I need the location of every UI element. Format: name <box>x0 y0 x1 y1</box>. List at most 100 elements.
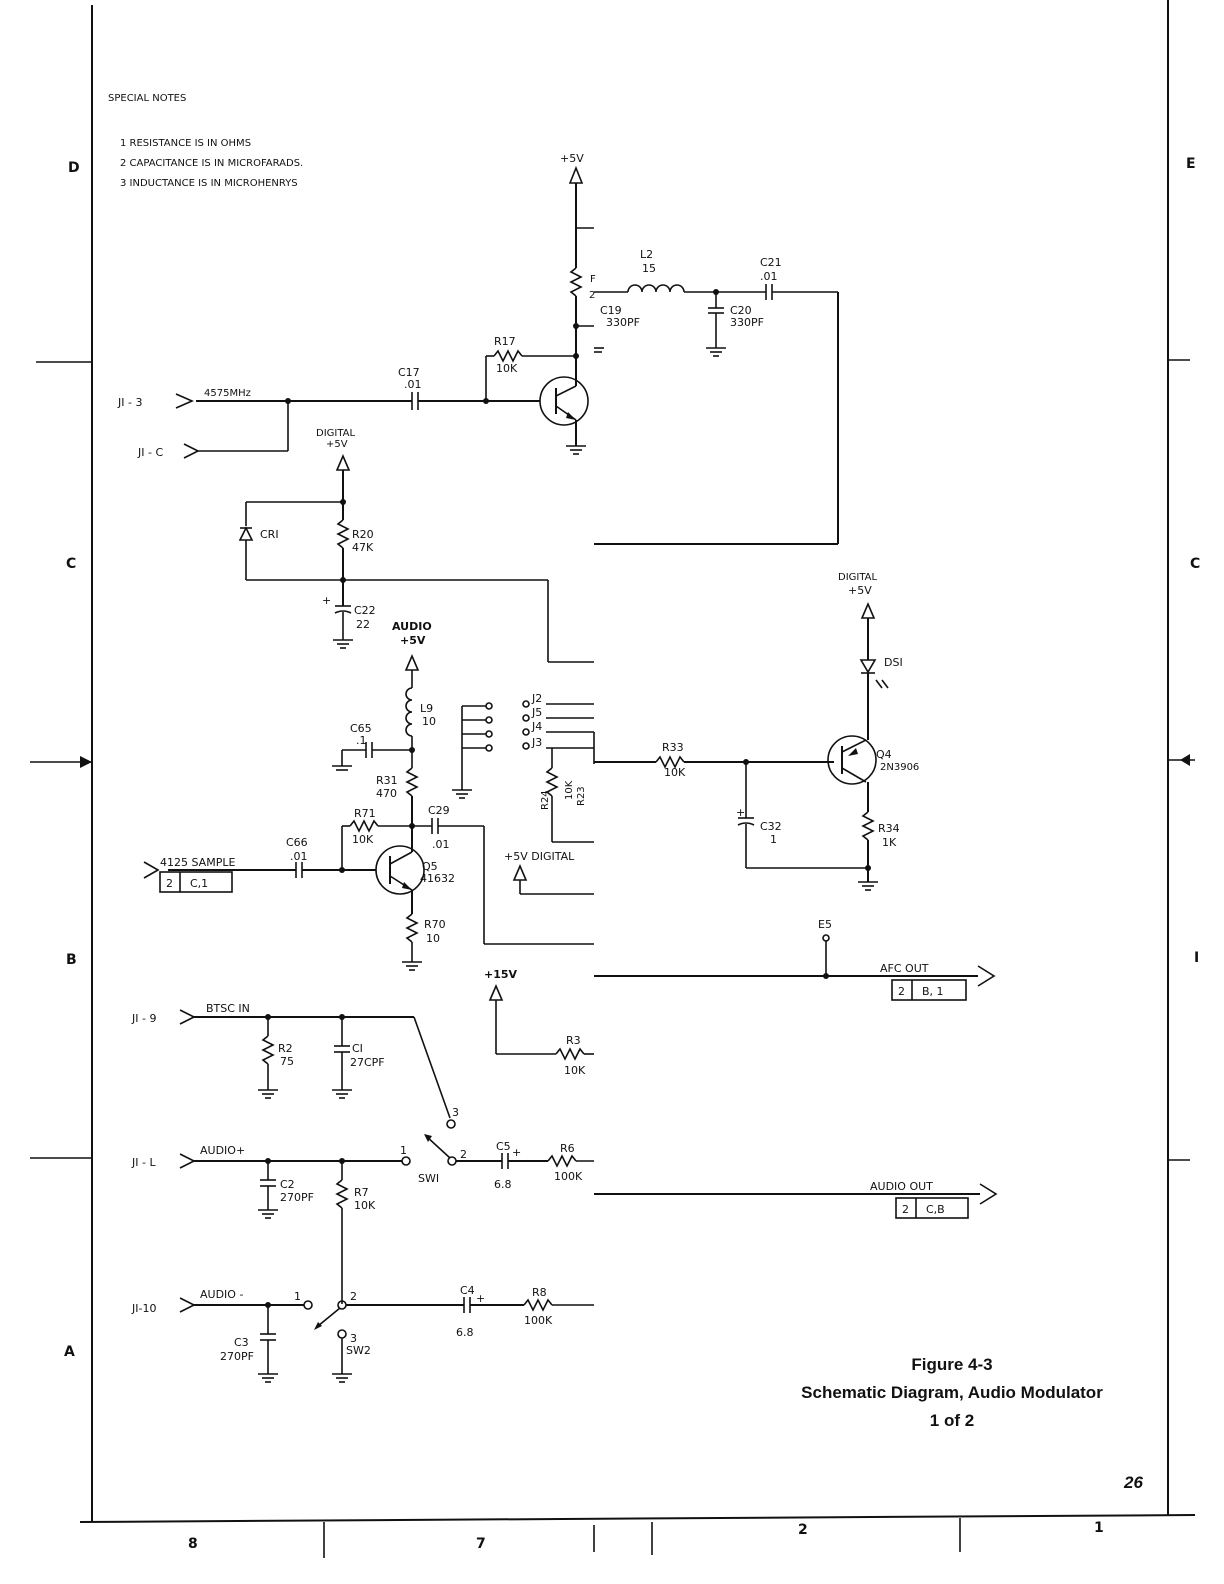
ds1-label: DSI <box>884 656 903 669</box>
connector-arrow-icon <box>179 1153 196 1169</box>
zone-c-right: C <box>1190 556 1200 572</box>
resistor-icon <box>493 349 523 363</box>
rail-digital2-plus5v: +5V <box>848 584 872 597</box>
sw2-pin3: 3 <box>350 1332 357 1345</box>
page-number: 26 <box>1123 1473 1143 1492</box>
caption-title: Schematic Diagram, Audio Modulator <box>801 1383 1103 1402</box>
inductor-l2-icon <box>627 284 685 293</box>
connector-arrow-icon <box>183 443 200 459</box>
note-1: 1 RESISTANCE IS IN OHMS <box>120 138 251 149</box>
c29-label: C29 <box>428 804 450 817</box>
connector-arrow-icon <box>143 861 160 879</box>
notes-title: SPECIAL NOTES <box>108 93 186 104</box>
audio-out-section: AUDIO OUT 2 C,B <box>594 1180 998 1219</box>
audio-minus-section: JI-10 AUDIO - C3 270PF 1 2 3 SW2 + C4 6.… <box>131 1284 594 1383</box>
transistor-icon <box>375 845 425 895</box>
resistor-icon <box>555 1047 585 1061</box>
afc-ref-sheet: 2 <box>898 985 905 998</box>
led-icon <box>859 659 877 674</box>
output-arrow-icon <box>977 965 996 987</box>
r20-label: R20 <box>352 528 374 541</box>
column-8: 8 <box>188 1536 198 1552</box>
rail-plus5v-label: +5V <box>326 439 348 450</box>
resistor-icon <box>261 1035 275 1065</box>
r34-label: R34 <box>878 822 900 835</box>
signal-audio-out: AUDIO OUT <box>870 1180 933 1193</box>
plus-sign: + <box>322 594 331 607</box>
r24-value: 10K <box>564 780 575 800</box>
r34-value: 1K <box>882 836 897 849</box>
resistor-icon <box>405 913 419 943</box>
signal-4125-sample: 4125 SAMPLE <box>160 856 235 869</box>
transistor-icon <box>539 376 589 426</box>
plus-sign: + <box>512 1146 521 1159</box>
rail-plus15v: +15V <box>484 968 518 981</box>
c32-value: 1 <box>770 833 777 846</box>
l9-label: L9 <box>420 702 433 715</box>
jumper-pin-icon <box>485 730 493 738</box>
sheet-frame <box>30 0 1196 1558</box>
zone-b-left: B <box>66 952 77 968</box>
connector-arrow-icon <box>179 1297 196 1313</box>
sw1-pin2: 2 <box>460 1148 467 1161</box>
switch-lever-icon <box>424 1134 432 1142</box>
r3-label: R3 <box>566 1034 581 1047</box>
q5-label: Q5 <box>422 860 438 873</box>
r8-label: R8 <box>532 1286 547 1299</box>
c2-value: 270PF <box>280 1191 314 1204</box>
btsc-input-section: JI - 9 BTSC IN R2 75 CI 27CPF 3 <box>131 1002 459 1129</box>
jumper-pin-icon <box>522 742 530 750</box>
r-top-pin: 2 <box>589 290 595 301</box>
r31-value: 470 <box>376 787 397 800</box>
plus-sign: + <box>476 1292 485 1305</box>
r2-label: R2 <box>278 1042 293 1055</box>
connector-j1-9: JI - 9 <box>131 1012 156 1025</box>
r70-label: R70 <box>424 918 446 931</box>
signal-4575mhz: 4575MHz <box>204 388 251 399</box>
connector-j1-l: JI - L <box>131 1156 156 1169</box>
sample-ref-sheet: 2 <box>166 877 173 890</box>
c2-label: C2 <box>280 1178 295 1191</box>
inductor-l9-icon <box>405 687 413 737</box>
connector-arrow-icon <box>179 1009 196 1025</box>
l9-value: 10 <box>422 715 436 728</box>
column-7: 7 <box>476 1536 486 1552</box>
r33-value: 10K <box>664 766 686 779</box>
r-top-label: F <box>590 274 596 285</box>
c22-label: C22 <box>354 604 376 617</box>
afc-out-section: E5 AFC OUT 2 B, 1 <box>594 918 996 1001</box>
jumper-pin-icon <box>485 744 493 752</box>
q4-value: 2N3906 <box>880 762 919 773</box>
light-rays-icon <box>875 679 889 689</box>
resistor-icon <box>569 267 583 297</box>
r23-label: R23 <box>576 786 587 806</box>
c4-label: C4 <box>460 1284 475 1297</box>
arrow-up-icon <box>488 983 504 1001</box>
digital-supply-section: DIGITAL +5V CRI R20 47K + C22 22 <box>238 428 594 663</box>
plus-sign: + <box>736 806 745 819</box>
audio-ref-zone: C,B <box>926 1203 945 1216</box>
sw2-pin1: 1 <box>294 1290 301 1303</box>
resistor-icon <box>335 1179 349 1209</box>
c29-value: .01 <box>432 838 450 851</box>
zone-c-left: C <box>66 556 76 572</box>
sw1-label: SWI <box>418 1172 439 1185</box>
r20-value: 47K <box>352 541 374 554</box>
c1-label: CI <box>352 1042 363 1055</box>
output-arrow-icon <box>979 1183 998 1205</box>
c4-value: 6.8 <box>456 1326 474 1339</box>
r71-value: 10K <box>352 833 374 846</box>
c66-value: .01 <box>290 850 308 863</box>
sample-amplifier-section: AUDIO +5V L9 10 C65 .1 R31 470 R71 10K <box>143 620 594 971</box>
audio-plus-section: JI - L AUDIO+ C2 270PF R7 10K 1 2 SWI + … <box>131 1134 594 1304</box>
diode-icon <box>238 526 254 541</box>
c3-label: C3 <box>234 1336 249 1349</box>
switch-contact-icon <box>303 1300 313 1310</box>
j4-label: J4 <box>531 720 542 733</box>
resistor-icon <box>405 767 419 797</box>
c19-label: C19 <box>600 304 622 317</box>
jumper-block: J2 J5 J4 J3 R24 10K R23 +5V DIGITAL <box>452 692 595 895</box>
test-point-icon <box>822 934 830 942</box>
switch-lever-icon <box>314 1322 322 1330</box>
column-2: 2 <box>798 1522 808 1538</box>
